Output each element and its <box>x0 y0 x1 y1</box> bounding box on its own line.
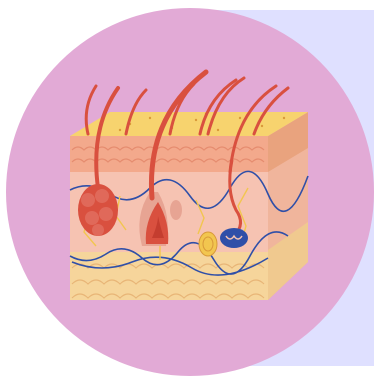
pacinian-corpuscle <box>199 232 217 256</box>
epidermis-layer <box>70 136 268 172</box>
sebaceous-gland-left <box>78 184 118 236</box>
